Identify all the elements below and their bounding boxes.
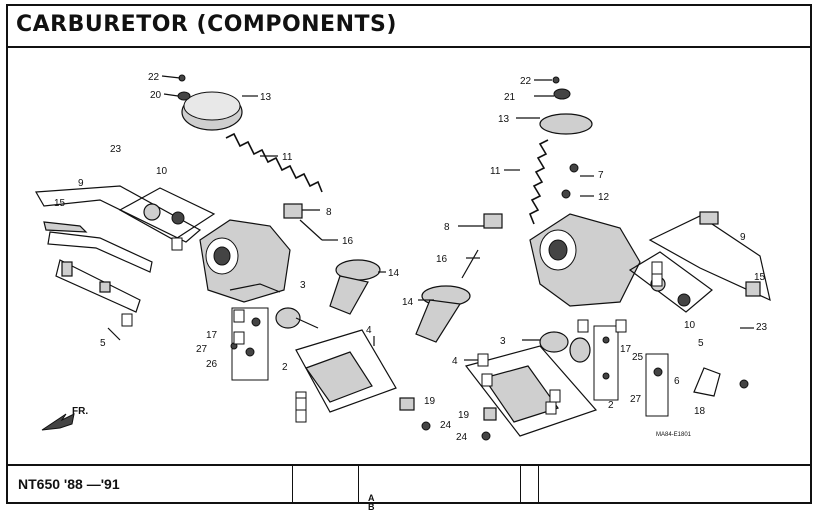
- pump-cover-left: [275, 307, 319, 329]
- jet-needle-spring-left: [225, 132, 323, 193]
- drawing-code: MA84-E1801: [656, 432, 692, 438]
- part-number-boxes: [121, 237, 663, 423]
- float-bowl-right: [464, 345, 598, 437]
- air-funnel-right: [415, 285, 471, 343]
- piston-needle-left: [283, 203, 323, 241]
- drain-screw-right: [481, 407, 497, 441]
- left-callout-14: 14: [388, 268, 400, 279]
- footer-divider: [8, 464, 810, 466]
- right-callout-25: 25: [632, 352, 644, 363]
- right-callout-13: 13: [498, 114, 510, 125]
- left-callout-26: 26: [206, 359, 218, 370]
- front-marker-label: FR.: [72, 406, 88, 417]
- jet-needle-spring-right: [528, 139, 549, 225]
- left-callout-27: 27: [196, 344, 208, 355]
- screw-set-right: [593, 325, 669, 417]
- fuel-line-right: [648, 211, 771, 302]
- right-callout-21: 21: [504, 92, 516, 103]
- right-callout-9: 9: [740, 232, 746, 243]
- side-mark: A B: [368, 494, 375, 512]
- right-callout-6: 6: [674, 376, 680, 387]
- piston-needle-right: [461, 213, 503, 279]
- carburetor-top-cover-right: [539, 76, 593, 135]
- left-callout-20: 20: [150, 90, 162, 101]
- page-title: CARBURETOR (COMPONENTS): [16, 12, 397, 37]
- right-callout-23: 23: [756, 322, 768, 333]
- right-callout-14: 14: [402, 297, 414, 308]
- right-callout-17: 17: [620, 344, 632, 355]
- screw-part-left: [177, 74, 191, 101]
- title-divider: [8, 46, 810, 48]
- right-callout-8: 8: [444, 222, 450, 233]
- screw-part-right: [561, 163, 579, 199]
- model-label: NT650 '88 —'91: [18, 476, 120, 492]
- left-callout-19: 19: [424, 396, 436, 407]
- diagram-frame: CARBURETOR (COMPONENTS) NT650 '88 —'91 A…: [6, 4, 812, 512]
- left-callout-15: 15: [54, 198, 66, 209]
- front-direction-arrow: FR.: [41, 406, 88, 431]
- throttle-linkage-left: [55, 259, 141, 313]
- float-bowl-left: [295, 329, 397, 419]
- right-callout-12: 12: [598, 192, 610, 203]
- left-callout-9: 9: [78, 178, 84, 189]
- right-callout-27: 27: [630, 394, 642, 405]
- leader-lines: [107, 75, 754, 361]
- pump-cover-right: [539, 331, 591, 363]
- right-callout-16: 16: [436, 254, 448, 265]
- throttle-lever-right: [693, 367, 749, 397]
- footer-separator: [538, 464, 539, 504]
- right-callout-19: 19: [458, 410, 470, 421]
- left-callout-17: 17: [206, 330, 218, 341]
- left-callout-16: 16: [342, 236, 354, 247]
- right-callout-22: 22: [520, 76, 532, 87]
- right-callout-11: 11: [490, 166, 501, 177]
- left-callout-22: 22: [148, 72, 160, 83]
- right-callout-15: 15: [754, 272, 766, 283]
- left-callout-4: 4: [366, 325, 372, 336]
- left-callout-11: 11: [282, 152, 293, 163]
- left-callout-23: 23: [110, 144, 122, 155]
- carburetor-body-right: [529, 213, 641, 307]
- right-callout-18: 18: [694, 406, 706, 417]
- air-funnel-left: [329, 259, 381, 315]
- right-callout-4: 4: [452, 356, 458, 367]
- drain-screw-left: [399, 397, 431, 431]
- left-callout-10: 10: [156, 166, 168, 177]
- footer-separator: [520, 464, 521, 504]
- side-mark-a: A: [368, 493, 375, 503]
- screw-set-left: [230, 307, 269, 381]
- left-callout-2: 2: [282, 362, 288, 373]
- fuel-line-left: [35, 185, 202, 273]
- side-mark-b: B: [368, 502, 375, 512]
- footer-separator: [292, 464, 293, 504]
- left-callout-24: 24: [440, 420, 452, 431]
- right-callout-3: 3: [500, 336, 506, 347]
- left-callout-13: 13: [260, 92, 272, 103]
- accelerator-pump-left: [118, 187, 216, 241]
- footer-separator: [358, 464, 359, 504]
- left-callout-3: 3: [300, 280, 306, 291]
- right-callout-7: 7: [598, 170, 604, 181]
- right-callout-5: 5: [698, 338, 704, 349]
- accelerator-pump-right: [628, 251, 713, 313]
- left-callout-8: 8: [326, 207, 332, 218]
- right-callout-24: 24: [456, 432, 468, 443]
- right-callout-10: 10: [684, 320, 696, 331]
- left-callout-5: 5: [100, 338, 106, 349]
- carburetor-top-cover-left: [181, 91, 243, 131]
- carburetor-body-left: [199, 219, 291, 303]
- right-callout-2: 2: [608, 400, 614, 411]
